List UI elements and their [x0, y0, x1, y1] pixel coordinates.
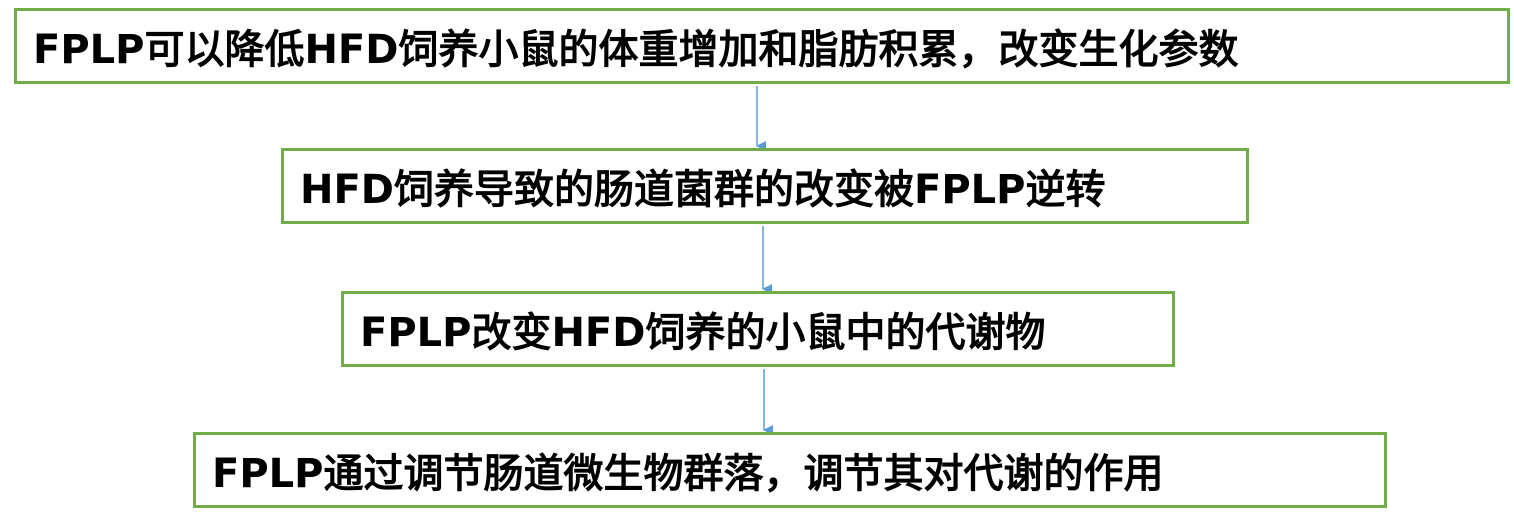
flow-step-3-label: FPLP改变HFD饲养的小鼠中的代谢物 — [360, 310, 1046, 356]
flow-step-4-label: FPLP通过调节肠道微生物群落，调节其对代谢的作用 — [212, 451, 1164, 497]
flow-step-1: FPLP可以降低HFD饲养小鼠的体重增加和脂肪积累，改变生化参数 — [14, 8, 1510, 84]
flow-step-1-label: FPLP可以降低HFD饲养小鼠的体重增加和脂肪积累，改变生化参数 — [33, 27, 1239, 73]
flow-step-2: HFD饲养导致的肠道菌群的改变被FPLP逆转 — [281, 148, 1249, 224]
flow-step-3: FPLP改变HFD饲养的小鼠中的代谢物 — [341, 291, 1175, 367]
flow-step-2-label: HFD饲养导致的肠道菌群的改变被FPLP逆转 — [300, 167, 1106, 213]
flow-step-4: FPLP通过调节肠道微生物群落，调节其对代谢的作用 — [193, 432, 1387, 508]
